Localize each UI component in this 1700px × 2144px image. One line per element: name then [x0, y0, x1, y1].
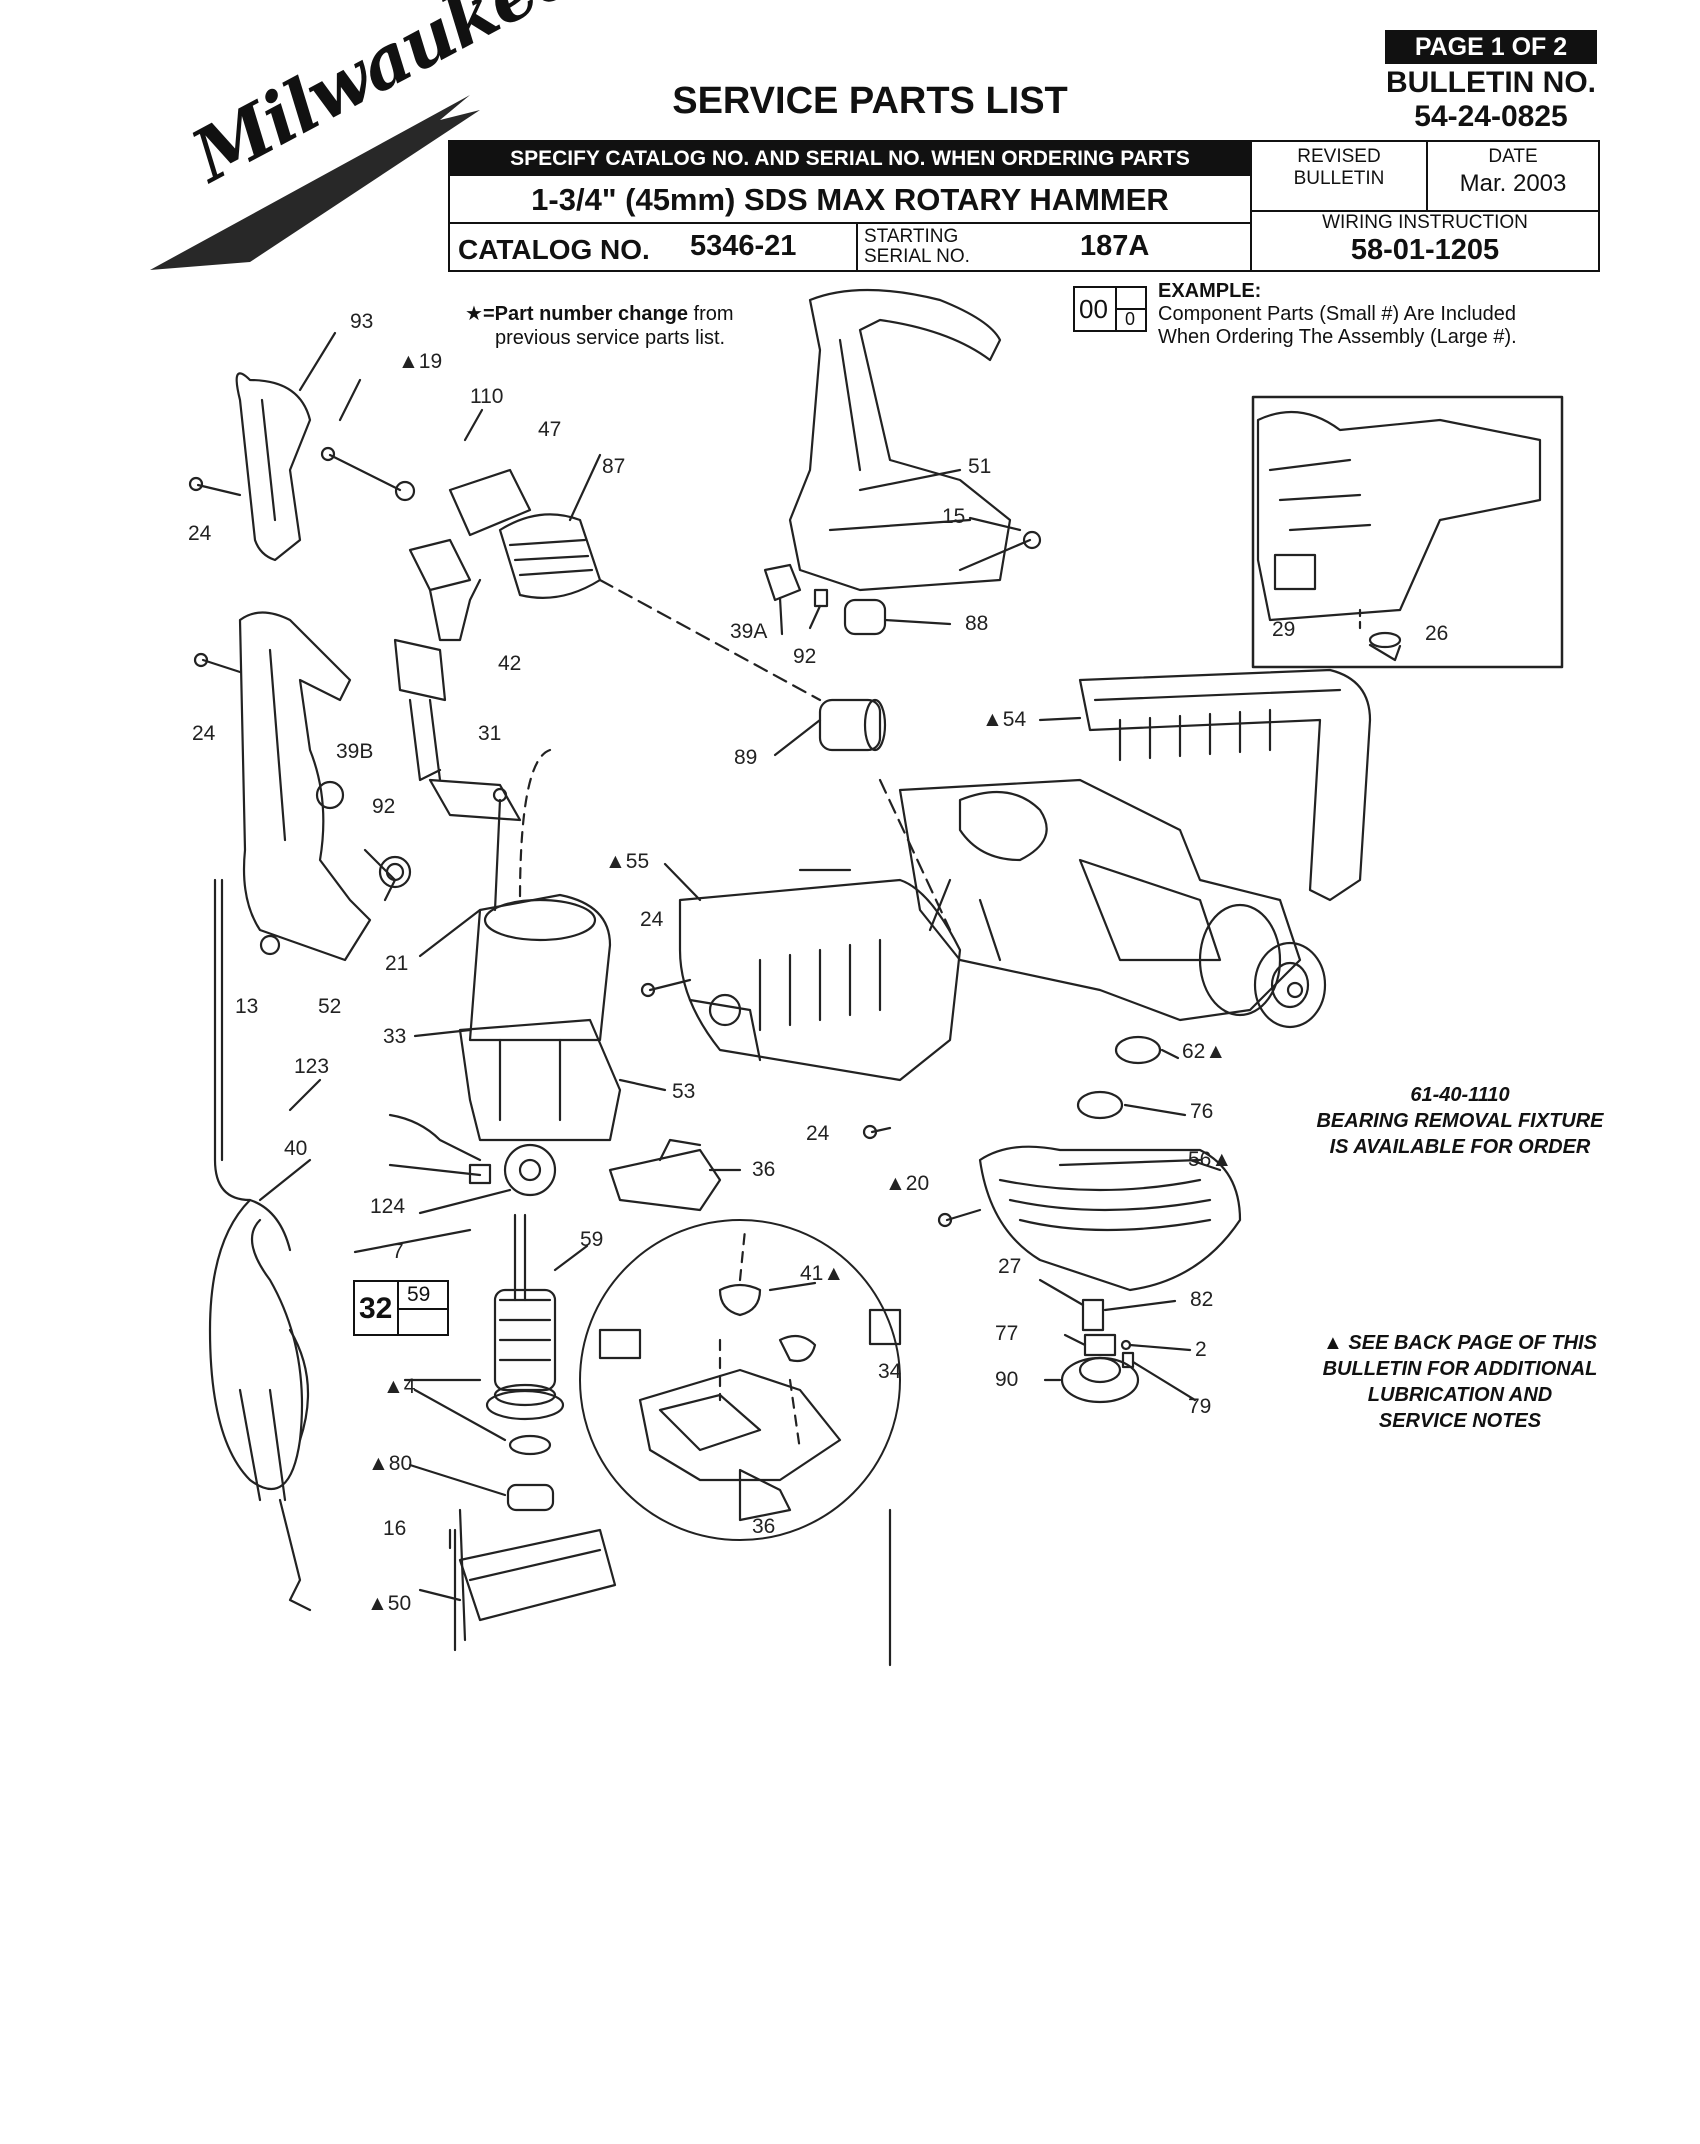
- catalog-label: CATALOG NO.: [458, 234, 650, 265]
- callout-24d: 24: [806, 1122, 830, 1145]
- date-label: DATE: [1488, 146, 1538, 167]
- fixture-line3: IS AVAILABLE FOR ORDER: [1329, 1136, 1591, 1158]
- callout-76: 76: [1190, 1100, 1214, 1123]
- callout-29: 29: [1272, 618, 1296, 641]
- callout-24a: 24: [188, 522, 212, 545]
- fixture-line2: BEARING REMOVAL FIXTURE: [1316, 1110, 1604, 1132]
- callout-34: 34: [878, 1360, 902, 1383]
- callout-51: 51: [968, 455, 992, 478]
- callout-2: 2: [1195, 1338, 1207, 1361]
- callout-41: 41▲: [800, 1262, 845, 1285]
- callout-40: 40: [284, 1137, 308, 1160]
- callout-55: ▲55: [605, 850, 650, 873]
- brand-logo-graphic: [150, 95, 480, 270]
- bulletin-label: BULLETIN NO.: [1386, 66, 1596, 99]
- callout-89: 89: [734, 746, 758, 769]
- callout-36b: 36: [752, 1515, 776, 1538]
- page-title: SERVICE PARTS LIST: [672, 80, 1068, 122]
- date-value: Mar. 2003: [1459, 170, 1567, 197]
- example-line2: When Ordering The Assembly (Large #).: [1158, 326, 1517, 348]
- callout-90: 90: [995, 1368, 1019, 1391]
- callout-93: 93: [350, 310, 374, 333]
- callout-56: 56▲: [1188, 1148, 1233, 1171]
- callout-13: 13: [235, 995, 259, 1018]
- serial-number: 187A: [1080, 230, 1150, 262]
- callout-16: 16: [383, 1517, 407, 1540]
- back-page-note: ▲ SEE BACK PAGE OF THIS BULLETIN FOR ADD…: [1290, 1330, 1630, 1434]
- back-line4: SERVICE NOTES: [1378, 1410, 1542, 1432]
- example-big-number: 00: [1079, 294, 1108, 324]
- callout-39a: 39A: [730, 620, 768, 643]
- callout-82: 82: [1190, 1288, 1214, 1311]
- starting-serial-label-2: SERIAL NO.: [864, 246, 970, 267]
- starting-serial-label-1: STARTING: [864, 226, 959, 247]
- callout-39b: 39B: [336, 740, 374, 763]
- fixture-line1: 61-40-1110: [1410, 1084, 1510, 1106]
- header-table: SPECIFY CATALOG NO. AND SERIAL NO. WHEN …: [448, 140, 1600, 272]
- callout-52: 52: [318, 995, 342, 1018]
- callout-42: 42: [498, 652, 522, 675]
- callout-33: 33: [383, 1025, 407, 1048]
- example-small-number: 0: [1125, 309, 1136, 329]
- callout-50: ▲50: [367, 1592, 412, 1615]
- callout-26: 26: [1425, 622, 1449, 645]
- callout-15: 15: [942, 505, 966, 528]
- part-change-note: ★=Part number change from previous servi…: [465, 302, 734, 350]
- assembly-big-number: 32: [359, 1292, 393, 1325]
- callout-110: 110: [470, 385, 504, 408]
- bulletin-number: 54-24-0825: [1414, 100, 1568, 133]
- star-icon: ★: [465, 303, 483, 325]
- part-change-note-rest: from: [688, 303, 734, 325]
- assembly-box: 32 59: [353, 1280, 449, 1336]
- callout-92b: 92: [793, 645, 817, 668]
- callout-7: 7: [392, 1240, 404, 1263]
- wiring-label: WIRING INSTRUCTION: [1322, 212, 1528, 233]
- callout-27: 27: [998, 1255, 1022, 1278]
- triangle-icon: ▲: [1323, 1332, 1349, 1354]
- callout-59: 59: [580, 1228, 604, 1251]
- revised-bulletin-label: REVISED BULLETIN: [1293, 146, 1385, 189]
- example-text: EXAMPLE: Component Parts (Small #) Are I…: [1158, 280, 1517, 349]
- callout-54: ▲54: [982, 708, 1027, 731]
- specify-note: SPECIFY CATALOG NO. AND SERIAL NO. WHEN …: [450, 142, 1250, 176]
- callout-53: 53: [672, 1080, 696, 1103]
- back-line3: LUBRICATION AND: [1367, 1384, 1553, 1406]
- example-title: EXAMPLE:: [1158, 280, 1262, 302]
- product-name: 1-3/4" (45mm) SDS MAX ROTARY HAMMER: [450, 176, 1250, 224]
- back-line2: BULLETIN FOR ADDITIONAL: [1322, 1358, 1598, 1380]
- callout-31: 31: [478, 722, 502, 745]
- callout-24c: 24: [640, 908, 664, 931]
- example-box: 00 0: [1073, 286, 1147, 332]
- wiring-value: 58-01-1205: [1350, 234, 1500, 266]
- page-badge: PAGE 1 OF 2: [1385, 30, 1597, 64]
- callout-36a: 36: [752, 1158, 776, 1181]
- callout-124: 124: [370, 1195, 406, 1218]
- callout-87: 87: [602, 455, 626, 478]
- callout-92a: 92: [372, 795, 396, 818]
- callout-80: ▲80: [368, 1452, 413, 1475]
- callout-47: 47: [538, 418, 562, 441]
- callout-77: 77: [995, 1322, 1019, 1345]
- callout-19: ▲19: [398, 350, 443, 373]
- callout-24b: 24: [192, 722, 216, 745]
- part-change-note-line2: previous service parts list.: [495, 327, 726, 349]
- callout-79: 79: [1188, 1395, 1212, 1418]
- callout-4: ▲4: [383, 1375, 416, 1398]
- part-change-note-bold: =Part number change: [482, 303, 688, 325]
- callout-88: 88: [965, 612, 989, 635]
- back-line1: SEE BACK PAGE OF THIS: [1348, 1332, 1597, 1354]
- catalog-number: 5346-21: [690, 230, 797, 262]
- assembly-small-number: 59: [407, 1283, 431, 1306]
- fixture-note: 61-40-1110 BEARING REMOVAL FIXTURE IS AV…: [1290, 1082, 1630, 1160]
- example-line1: Component Parts (Small #) Are Included: [1158, 303, 1516, 325]
- callout-20: ▲20: [885, 1172, 930, 1195]
- callout-62: 62▲: [1182, 1040, 1227, 1063]
- callout-123: 123: [294, 1055, 330, 1078]
- callout-21: 21: [385, 952, 409, 975]
